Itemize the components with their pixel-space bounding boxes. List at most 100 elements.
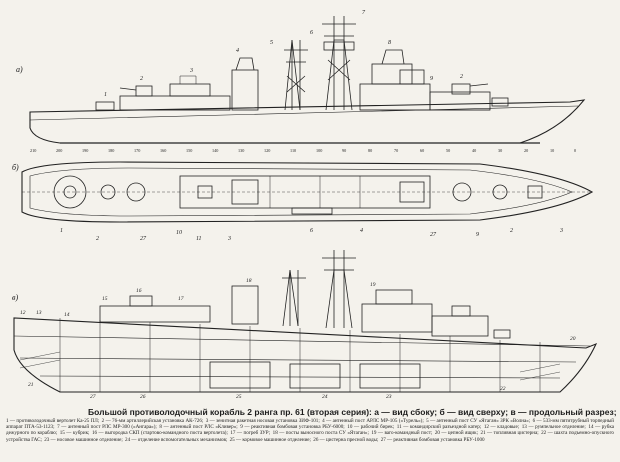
legend-item: 22 — шахта подъемно-опускного устройства…	[6, 430, 614, 443]
section-fwd-engine-room	[359, 363, 421, 389]
section-aft-funnel	[231, 285, 259, 325]
legend-item: 14 — рубка дежурного по кораблю;	[6, 424, 614, 437]
section-hull	[13, 317, 598, 393]
legend-item: 2 — 76-мм артиллерийская установка АК-72…	[101, 418, 204, 424]
section-fwd-superstructure	[361, 303, 433, 333]
callout-section: 27	[90, 394, 96, 400]
side-fwd-gun	[451, 83, 471, 95]
callout-side: 4	[236, 47, 239, 54]
frame-number: 160	[160, 148, 166, 153]
callout-top: 3	[559, 228, 563, 234]
top-torpedo-tubes	[291, 207, 333, 215]
callout-section: 23	[386, 394, 392, 400]
frame-number: 0	[574, 148, 576, 153]
frame-number: 180	[108, 148, 114, 153]
side-hull	[29, 99, 586, 144]
callout-section: 26	[140, 394, 146, 400]
legend-item: 23 — носовое машинное отделение;	[44, 436, 123, 443]
callout-side: 2	[140, 76, 143, 82]
section-main-mast	[322, 250, 356, 329]
callout-top: 3	[227, 236, 231, 242]
legend-item: 25 — кормовое машинное отделение;	[229, 436, 311, 443]
callout-top: 6	[310, 228, 313, 234]
callout-section: 20	[570, 336, 576, 342]
callout-section: 21	[28, 382, 34, 388]
legend-item: 19 — ваго-командный пост;	[371, 430, 433, 437]
frame-number: 150	[186, 148, 192, 153]
side-view-letter: а)	[16, 65, 23, 74]
callout-side: 3	[189, 68, 193, 74]
frame-number: 90	[342, 148, 346, 153]
callout-top: 1	[60, 228, 63, 234]
legend-item: 18 — посты выносного поста СУ «Ятаган»;	[272, 430, 369, 437]
caption-legend: 1 — противолодочный вертолет Ка-25 ПЛ; 2…	[6, 418, 614, 462]
callout-section: 14	[64, 311, 70, 318]
legend-item: 21 — топливная цистерна;	[480, 430, 539, 437]
frame-number: 200	[56, 148, 62, 153]
callout-section: 16	[136, 288, 142, 294]
section-view	[13, 250, 598, 393]
top-fwd-gun	[452, 182, 472, 202]
frame-number: 110	[290, 148, 296, 153]
callout-top: 10	[176, 230, 182, 236]
side-main-mast	[322, 16, 356, 111]
callout-side: 7	[362, 10, 366, 16]
frame-number: 40	[472, 148, 476, 153]
callout-top: 27	[140, 236, 147, 242]
callout-top: 2	[510, 228, 513, 234]
legend-item: 27 — реактивная бомбовая установка РБУ-1…	[380, 436, 485, 443]
callout-side: 9	[430, 76, 433, 82]
legend-item: 7 — антенный пост РЛС МР-300 («Ангара»);	[57, 424, 157, 431]
legend-item: 15 — кубрик;	[59, 430, 90, 437]
top-view	[21, 161, 594, 223]
callout-top: 4	[360, 227, 363, 234]
section-bulkheads	[59, 318, 541, 392]
legend-item: 17 — погреб ЗУР;	[230, 430, 271, 437]
legend-item: 1 — противолодочный вертолет Ка-25 ПЛ;	[6, 418, 100, 424]
legend-item: 4 — антенный пост АРЛС МР-105 («Турель»)…	[322, 418, 424, 424]
top-helipad	[53, 175, 87, 209]
frame-number: 70	[394, 148, 398, 153]
legend-item: 24 — отделение вспомогательных механизмо…	[125, 436, 228, 443]
legend-item: 13 — румпельное отделение;	[521, 424, 586, 431]
callout-section: 15	[102, 296, 108, 302]
legend-item: 16 — выгородка СКП (стартово-командного …	[91, 430, 228, 437]
callout-section: 17	[178, 296, 184, 302]
frame-number: 50	[446, 148, 450, 153]
top-fwd-launcher	[492, 184, 508, 200]
legend-item: 9 — реактивная бомбовая установка РБУ-60…	[240, 424, 345, 431]
legend-item: 20 — цепной ящик;	[434, 430, 478, 437]
callout-side: 8	[388, 40, 391, 46]
section-fwd-gun	[451, 305, 471, 317]
side-fwd-launcher	[491, 97, 509, 107]
section-aft-deckhouse	[99, 305, 211, 323]
top-fwd-funnel	[399, 181, 425, 203]
frame-number: 100	[316, 148, 322, 153]
legend-item: 12 — кладовые;	[483, 424, 520, 431]
callout-section: 22	[500, 386, 506, 392]
top-hull	[21, 161, 594, 223]
frame-number: 130	[238, 148, 244, 153]
callout-side: 2	[460, 74, 463, 80]
callout-section: 24	[322, 393, 328, 400]
section-deckline	[13, 335, 591, 347]
frame-number: 170	[134, 148, 140, 153]
legend-item: 26 — цистерна пресной воды;	[313, 436, 379, 443]
callout-top: 9	[476, 232, 479, 238]
frame-number: 190	[82, 148, 88, 153]
callout-section: 12	[20, 310, 26, 316]
callout-side: 1	[104, 92, 107, 98]
callout-top: 27	[430, 232, 437, 238]
top-aft-funnel	[231, 179, 259, 205]
legend-item: 5 — антенный пост СУ «Ятаган» ЗРК «Волна…	[426, 418, 531, 424]
top-view-letter: б)	[12, 163, 19, 172]
frame-number: 210	[30, 148, 36, 153]
side-aft-funnel	[231, 69, 259, 111]
top-aft-gun	[126, 182, 146, 202]
side-view	[29, 16, 586, 144]
side-aft-launcher	[95, 101, 115, 111]
frame-number: 30	[498, 148, 502, 153]
callout-section: 25	[236, 394, 242, 400]
top-aft-launcher	[100, 184, 116, 200]
